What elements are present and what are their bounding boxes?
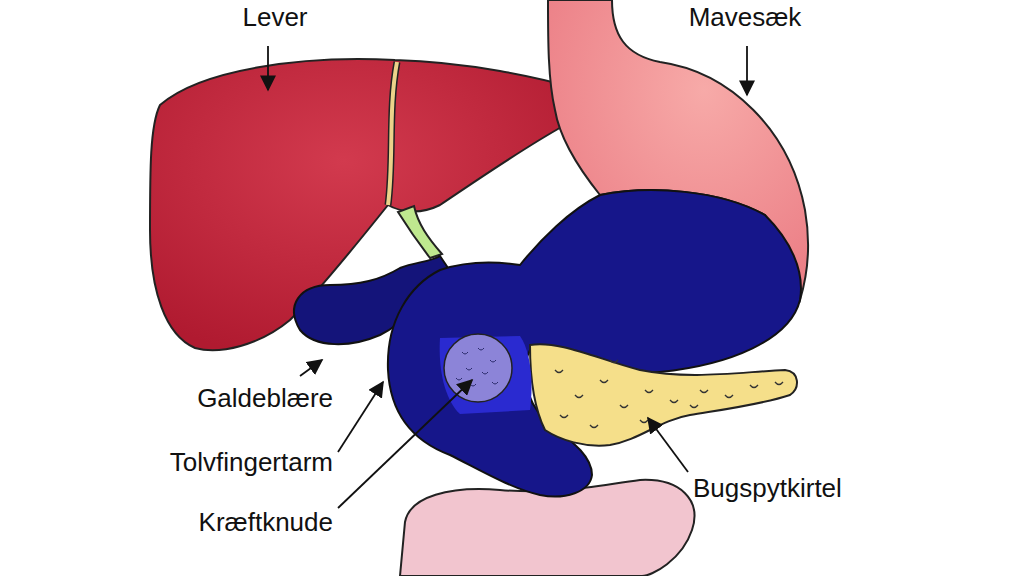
bile-duct xyxy=(398,206,442,258)
organ-label: Mavesæk xyxy=(689,3,802,32)
pancreas-texture xyxy=(555,360,783,428)
organ-label: Kræftknude xyxy=(199,508,333,537)
liver-fissure xyxy=(388,62,397,205)
tumor-texture xyxy=(456,348,498,386)
organ-label: Galdeblære xyxy=(197,384,333,413)
leader-lines xyxy=(268,46,747,508)
organ-label: Lever xyxy=(242,3,307,32)
duodenum xyxy=(388,190,801,496)
organ-label: Tolvfingertarm xyxy=(170,448,333,477)
pancreas xyxy=(530,344,797,445)
tumor xyxy=(444,334,512,402)
organ-label: Bugspytkirtel xyxy=(693,474,842,503)
liver-fissure xyxy=(388,62,397,205)
